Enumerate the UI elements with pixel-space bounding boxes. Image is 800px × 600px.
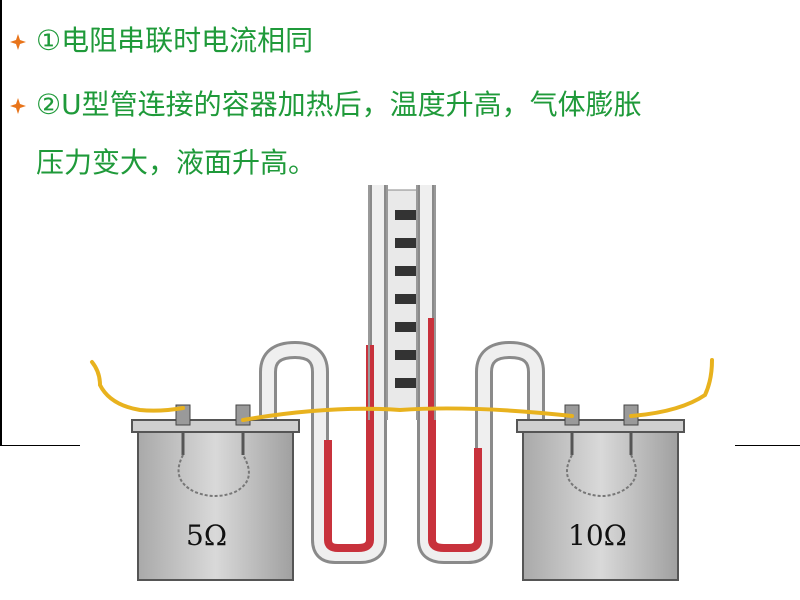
bullet-text: 压力变大，液面升高。 [36, 146, 317, 179]
slide-divider-right [735, 445, 800, 446]
resistor-coil-icon [177, 454, 250, 497]
left-u-tube [259, 185, 387, 564]
diamond-bullet-icon [10, 98, 26, 114]
right-resistor-container: 10Ω [516, 404, 685, 581]
glass-tube-icon [368, 185, 436, 420]
slide-frame-left-border [0, 0, 2, 445]
left-resistor-label: 5Ω [186, 519, 227, 552]
bullet-item-2-continuation: 压力变大，液面升高。 [36, 144, 316, 182]
bullet-item-2: ②U型管连接的容器加热后，温度升高，气体膨胀 [0, 86, 642, 124]
right-u-tube [417, 185, 545, 564]
diamond-bullet-icon [10, 34, 26, 50]
right-resistor-label: 10Ω [568, 519, 627, 552]
bullet-item-1: ①电阻串联时电流相同 [0, 22, 313, 60]
bullet-text: ①电阻串联时电流相同 [36, 24, 314, 57]
left-resistor-container: 5Ω [131, 404, 300, 581]
connecting-wires [90, 358, 714, 422]
slide-divider-left [0, 445, 80, 446]
bullet-text: ②U型管连接的容器加热后，温度升高，气体膨胀 [36, 88, 642, 121]
resistor-coil-icon [565, 454, 638, 497]
